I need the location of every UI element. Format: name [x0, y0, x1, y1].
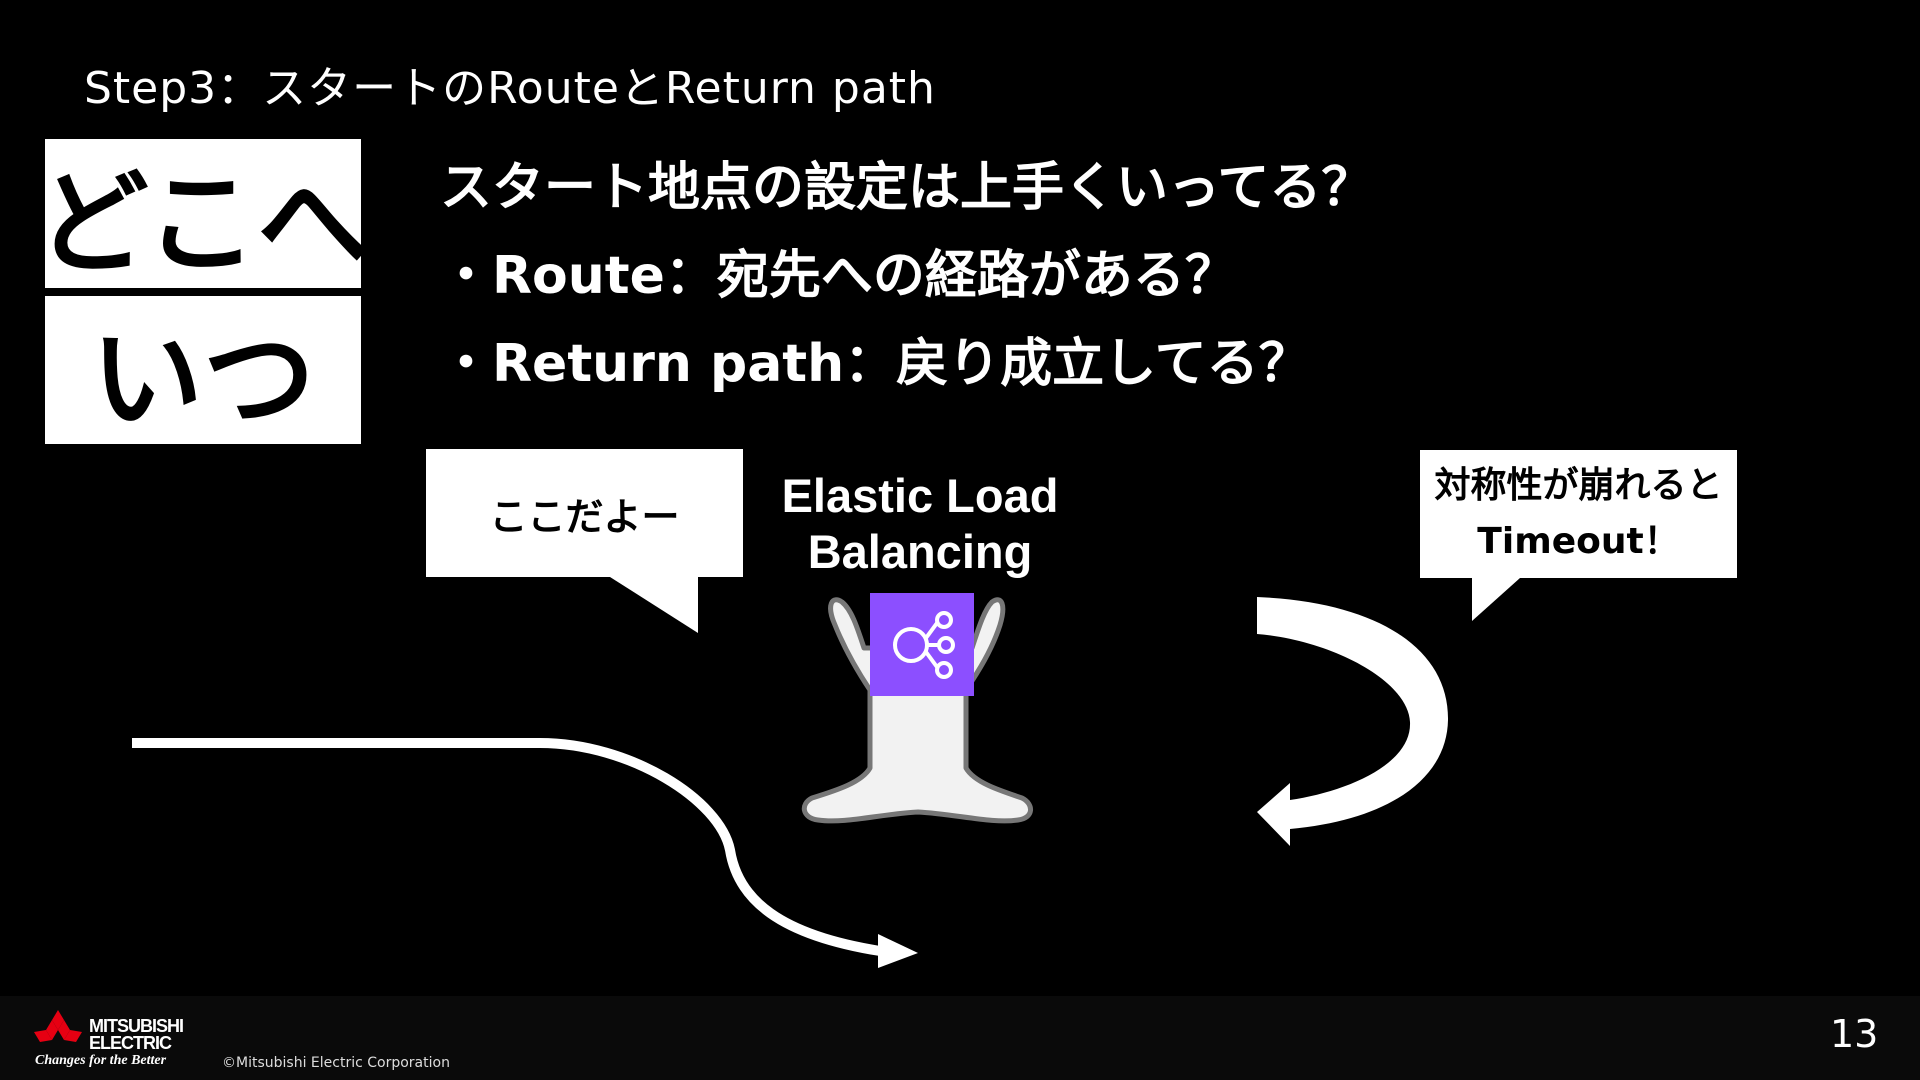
question-return-path: Return path：戻り成立してる？	[440, 326, 1373, 414]
logo-line2: ELECTRIC	[89, 1033, 172, 1053]
mitsubishi-logo-icon	[34, 1010, 82, 1042]
logo-line1: MITSUBISHI	[89, 1016, 184, 1036]
tag-when: いつ	[45, 296, 361, 445]
elb-label: Elastic Load Balancing	[760, 468, 1080, 580]
page-number: 13	[1830, 1012, 1879, 1056]
question-route: Route：宛先への経路がある？	[440, 238, 1373, 326]
slide-canvas: Step3：スタートのRouteとReturn path どこへ いつ スタート…	[0, 0, 1920, 996]
speech-bubble-right: 対称性が崩れると Timeout！	[1420, 450, 1737, 578]
logo-wordmark: MITSUBISHI ELECTRIC	[89, 1016, 184, 1053]
speech-bubble-left-tail	[610, 577, 698, 633]
elb-label-line1: Elastic Load	[781, 469, 1059, 522]
speech-bubble-right-tail	[1472, 578, 1520, 621]
question-list: スタート地点の設定は上手くいってる？ Route：宛先への経路がある？ Retu…	[440, 150, 1373, 414]
speech-bubble-right-line1: 対称性が崩れると	[1434, 465, 1723, 506]
question-lead: スタート地点の設定は上手くいってる？	[440, 158, 1374, 218]
elb-label-line2: Balancing	[807, 525, 1033, 578]
speech-bubble-right-line2: Timeout！	[1477, 521, 1680, 562]
logo-tagline: Changes for the Better	[35, 1053, 167, 1068]
copyright-text: ©Mitsubishi Electric Corporation	[222, 1055, 450, 1071]
u-turn-arrow-icon	[1257, 597, 1449, 846]
tag-where: どこへ	[37, 139, 369, 289]
footer	[0, 996, 1920, 1080]
elb-icon	[870, 593, 974, 696]
curved-arrow-icon	[132, 738, 918, 968]
speech-bubble-left: ここだよー	[426, 449, 743, 577]
slide-title: Step3：スタートのRouteとReturn path	[84, 63, 936, 114]
